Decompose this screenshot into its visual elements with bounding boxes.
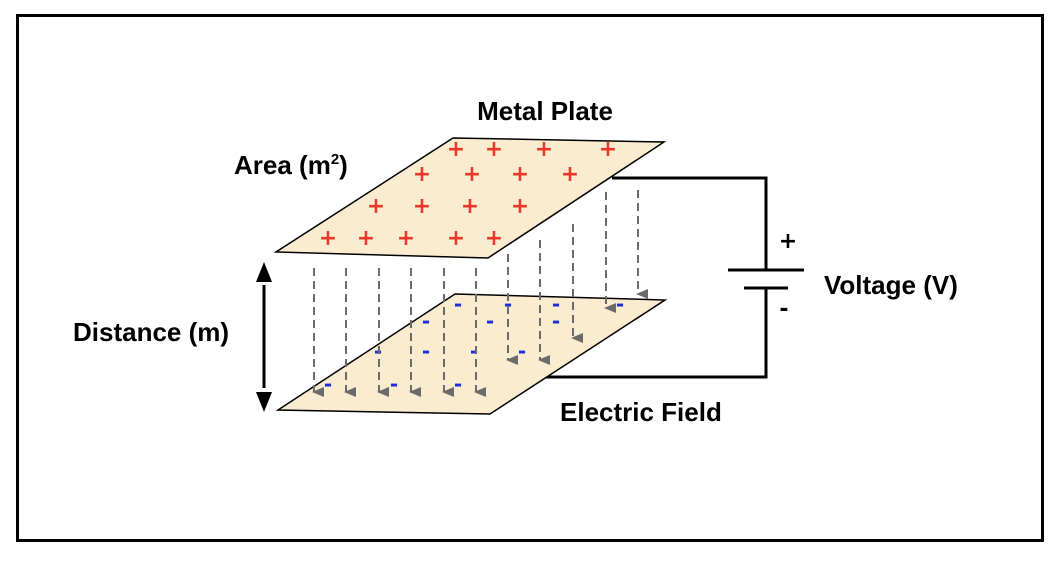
negative-charge: - — [552, 309, 560, 333]
positive-charges: +++++++++++++++++ — [319, 137, 617, 251]
positive-charge: + — [511, 162, 529, 187]
positive-charge: + — [413, 194, 431, 219]
negative-charge: - — [422, 339, 430, 363]
positive-charge: + — [535, 137, 553, 162]
positive-charge: + — [511, 194, 529, 219]
circuit-wire — [545, 176, 768, 379]
positive-charge: + — [561, 162, 579, 187]
positive-charge: + — [463, 162, 481, 187]
positive-charge: + — [447, 226, 465, 251]
positive-charge: + — [485, 137, 503, 162]
negative-charge: - — [504, 292, 512, 316]
negative-charge: - — [422, 309, 430, 333]
positive-charge: + — [357, 226, 375, 251]
battery-negative-sign: - — [779, 297, 788, 322]
negative-charge: - — [486, 309, 494, 333]
top-metal-plate — [273, 137, 667, 259]
negative-charge: - — [454, 292, 462, 316]
diagram-frame — [16, 14, 1044, 542]
negative-charge: - — [390, 372, 398, 396]
battery-positive-sign: + — [779, 229, 797, 254]
voltage-label: Voltage (V) — [824, 270, 958, 300]
negative-charge: - — [324, 372, 332, 396]
positive-charge: + — [397, 226, 415, 251]
positive-charge: + — [599, 137, 617, 162]
distance-arrow — [256, 262, 272, 412]
bottom-metal-plate — [275, 293, 668, 415]
metal-plate-label: Metal Plate — [477, 96, 613, 126]
negative-charge: - — [552, 292, 560, 316]
positive-charge: + — [461, 194, 479, 219]
positive-charge: + — [319, 226, 337, 251]
distance-label: Distance (m) — [73, 317, 229, 347]
area-label: Area (m2) — [234, 150, 348, 180]
negative-charge: - — [454, 372, 462, 396]
electric-field-label: Electric Field — [560, 397, 722, 427]
negative-charge: - — [616, 292, 624, 316]
positive-charge: + — [413, 162, 431, 187]
positive-charge: + — [447, 137, 465, 162]
positive-charge: + — [485, 226, 503, 251]
battery-symbol — [728, 268, 804, 290]
positive-charge: + — [367, 194, 385, 219]
negative-charge: - — [470, 339, 478, 363]
electric-field-arrows — [312, 190, 648, 397]
negative-charge: - — [518, 339, 526, 363]
